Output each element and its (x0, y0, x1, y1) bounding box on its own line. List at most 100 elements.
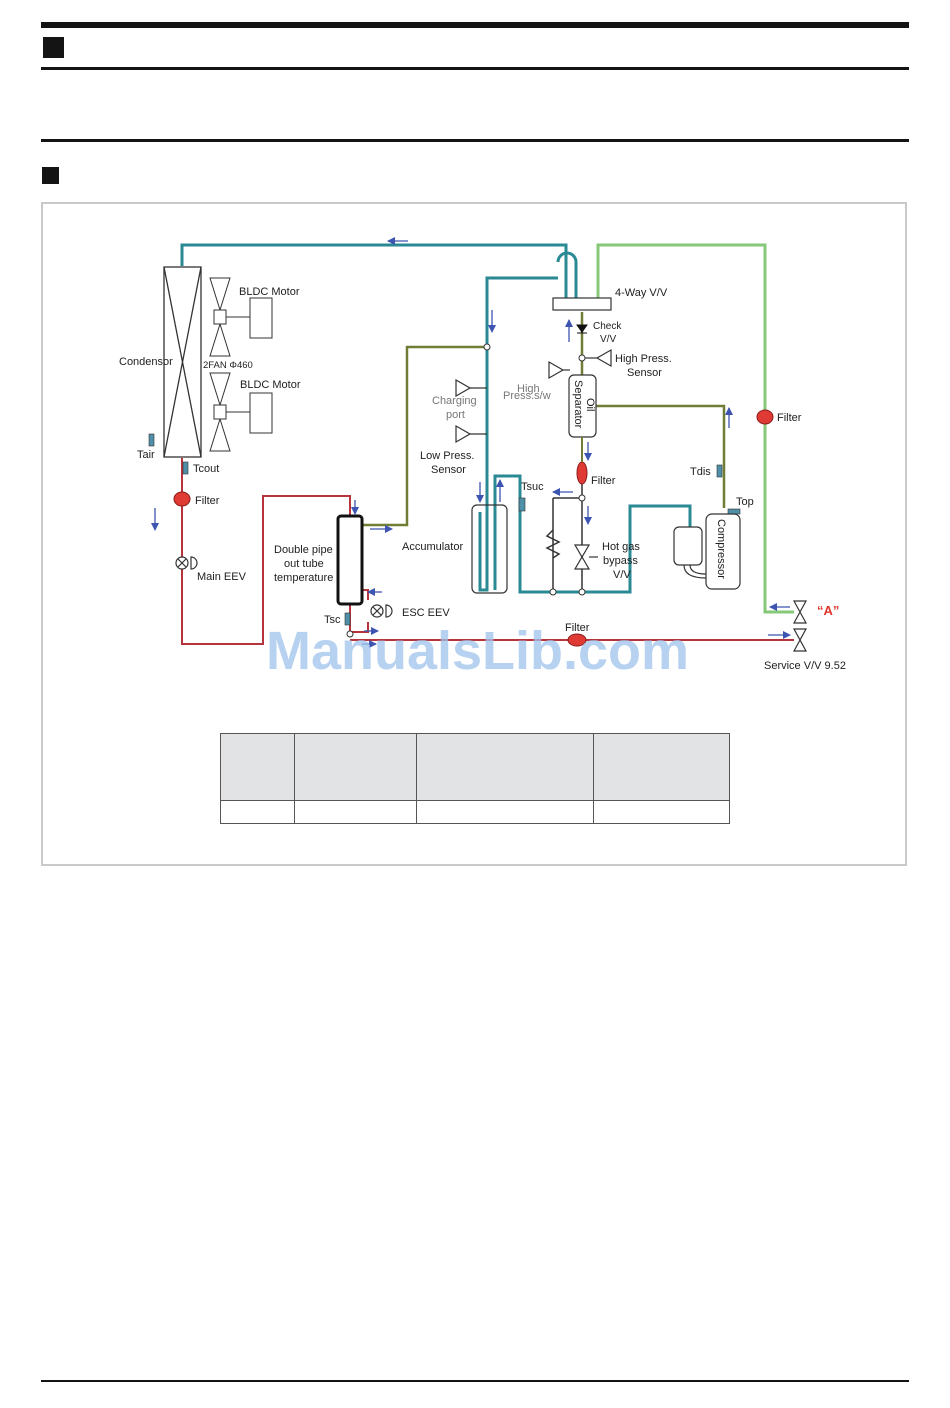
label-four-way: 4-Way V/V (615, 287, 668, 299)
label-hot-gas-1: Hot gas (602, 541, 640, 553)
label-oil-separator-2: Separator (572, 380, 584, 429)
teal-pipe-accumulator-out (493, 474, 692, 594)
green-pipe (596, 243, 794, 614)
bldc-motor-top-icon (249, 297, 273, 339)
label-high-press-sw-1: High (517, 383, 540, 395)
filter-bottom-icon (567, 633, 587, 647)
label-esc-eev: ESC EEV (402, 607, 450, 619)
table-cell (593, 800, 730, 824)
check-valve-icon (576, 324, 588, 334)
label-accumulator: Accumulator (402, 541, 463, 553)
label-filter-left: Filter (195, 495, 220, 507)
table-row (220, 800, 730, 824)
label-charging-port-2: port (446, 409, 465, 421)
label-main-eev: Main EEV (197, 571, 247, 583)
charging-port-icon (455, 378, 487, 398)
label-point-a: “A” (817, 603, 839, 618)
tsc-sensor-icon (344, 612, 351, 626)
table-header-row (220, 733, 730, 801)
table-cell (220, 800, 295, 824)
table-cell (294, 800, 417, 824)
teal-pipe-to-accumulator (478, 276, 558, 592)
label-bldc-motor-bottom: BLDC Motor (240, 379, 301, 391)
condensor-coil (163, 266, 202, 458)
watermark: ManualsLib.com (266, 621, 689, 681)
table-header-cell (593, 733, 730, 801)
top-rule-thick (41, 22, 909, 28)
label-tdis: Tdis (690, 466, 711, 478)
label-high-press-sw-2: Press.s/w (503, 390, 551, 402)
label-double-pipe-3: temperature (274, 572, 333, 584)
double-pipe-exchanger (336, 514, 364, 606)
label-tsuc: Tsuc (521, 481, 544, 493)
label-fan: 2FAN Φ460 (203, 360, 253, 371)
label-high-press-sensor-2: Sensor (627, 367, 662, 379)
header-bottom-rule (41, 67, 909, 70)
fan-bottom-icon (209, 372, 250, 452)
label-bldc-motor-top: BLDC Motor (239, 286, 300, 298)
main-eev-icon (175, 556, 198, 570)
bldc-motor-bottom-icon (249, 392, 273, 434)
filter-mid-icon (576, 461, 588, 485)
label-low-press-2: Sensor (431, 464, 466, 476)
label-tsc: Tsc (324, 614, 341, 626)
low-press-sensor-icon (455, 424, 487, 444)
junction-dots (346, 343, 586, 638)
label-filter-mid: Filter (591, 475, 616, 487)
filter-left-icon (173, 491, 191, 507)
teal-pipe-network (180, 243, 692, 594)
label-check-vv-2: V/V (600, 334, 616, 345)
tcout-sensor-icon (182, 461, 189, 475)
spec-table (220, 733, 730, 824)
high-press-switch-icon (548, 360, 570, 380)
refrigerant-cycle-diagram: BLDC Motor Condensor 2FAN Φ460 BLDC Moto… (119, 237, 846, 681)
teal-pipe-4way-left (556, 251, 578, 263)
teal-pipe-top (180, 243, 568, 298)
esc-eev-icon (370, 604, 393, 618)
header-marker-square (43, 37, 64, 58)
label-tair: Tair (137, 449, 155, 461)
label-charging-port-1: Charging (432, 395, 477, 407)
bypass-lines (552, 484, 583, 592)
top-sensor-icon (727, 508, 741, 515)
label-check-vv-1: Check (593, 321, 622, 332)
table-header-cell (416, 733, 594, 801)
accumulator-tank (471, 504, 508, 594)
olive-pipe-oil-return (596, 404, 726, 508)
label-low-press-1: Low Press. (420, 450, 474, 462)
high-press-sensor-icon (585, 348, 612, 368)
label-filter-bottom: Filter (565, 622, 590, 634)
label-hot-gas-2: bypass (603, 555, 638, 567)
label-filter-right: Filter (777, 412, 802, 424)
label-double-pipe-2: out tube (284, 558, 324, 570)
tdis-sensor-icon (716, 464, 723, 478)
label-compressor: Compressor (715, 519, 727, 579)
footer-rule (41, 1380, 909, 1382)
label-oil-separator-1: Oil (584, 398, 596, 411)
capillary-zigzag-icon (545, 529, 561, 559)
compressor-accumulator-small (673, 526, 703, 566)
label-condensor: Condensor (119, 356, 173, 368)
four-way-valve-icon (552, 297, 612, 311)
flow-arrows (151, 237, 791, 648)
label-high-press-sensor-1: High Press. (615, 353, 672, 365)
label-tcout: Tcout (193, 463, 219, 475)
olive-pipe-liquid (362, 345, 487, 527)
olive-pipe-network (362, 312, 726, 527)
label-hot-gas-3: V/V (613, 569, 631, 581)
fan-top-icon (209, 277, 250, 357)
hot-gas-bypass-valve-icon (573, 544, 598, 570)
table-cell (416, 800, 594, 824)
label-double-pipe-1: Double pipe (274, 544, 333, 556)
table-header-cell (220, 733, 295, 801)
filter-right-icon (756, 409, 774, 425)
compressor-body (705, 513, 741, 590)
table-header-cell (294, 733, 417, 801)
section-rule (41, 139, 909, 142)
label-top: Top (736, 496, 754, 508)
tsuc-sensor-icon (518, 497, 526, 512)
section-marker-square (42, 167, 59, 184)
service-valve-icon (792, 600, 808, 652)
label-service-vv: Service V/V 9.52 (764, 660, 846, 672)
tair-sensor-icon (148, 433, 155, 447)
